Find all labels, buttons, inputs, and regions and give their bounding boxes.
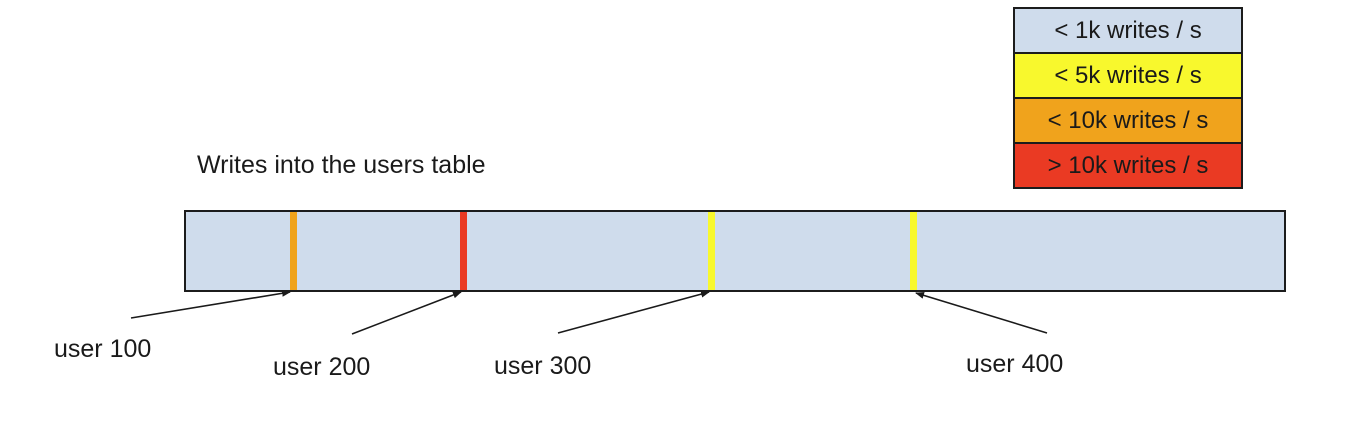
legend-item-lt-10k: < 10k writes / s [1015, 99, 1241, 144]
arrow-user-400 [915, 291, 1048, 334]
hotspot-stripe-user-200 [460, 212, 467, 290]
arrow-user-200 [351, 291, 462, 335]
hotspot-stripe-user-100 [290, 212, 297, 290]
users-table-bar [184, 210, 1286, 292]
legend-item-lt-5k: < 5k writes / s [1015, 54, 1241, 99]
arrow-user-100 [130, 289, 291, 319]
arrow-user-300 [557, 290, 710, 334]
hotspot-stripe-user-400 [910, 212, 917, 290]
legend-item-lt-1k: < 1k writes / s [1015, 9, 1241, 54]
label-user-100: user 100 [54, 335, 152, 363]
legend-item-gt-10k: > 10k writes / s [1015, 144, 1241, 187]
label-user-400: user 400 [966, 350, 1064, 378]
diagram-title: Writes into the users table [197, 151, 486, 179]
label-user-300: user 300 [494, 352, 592, 380]
hotspot-stripe-user-300 [708, 212, 715, 290]
legend: < 1k writes / s < 5k writes / s < 10k wr… [1013, 7, 1243, 189]
label-user-200: user 200 [273, 353, 371, 381]
